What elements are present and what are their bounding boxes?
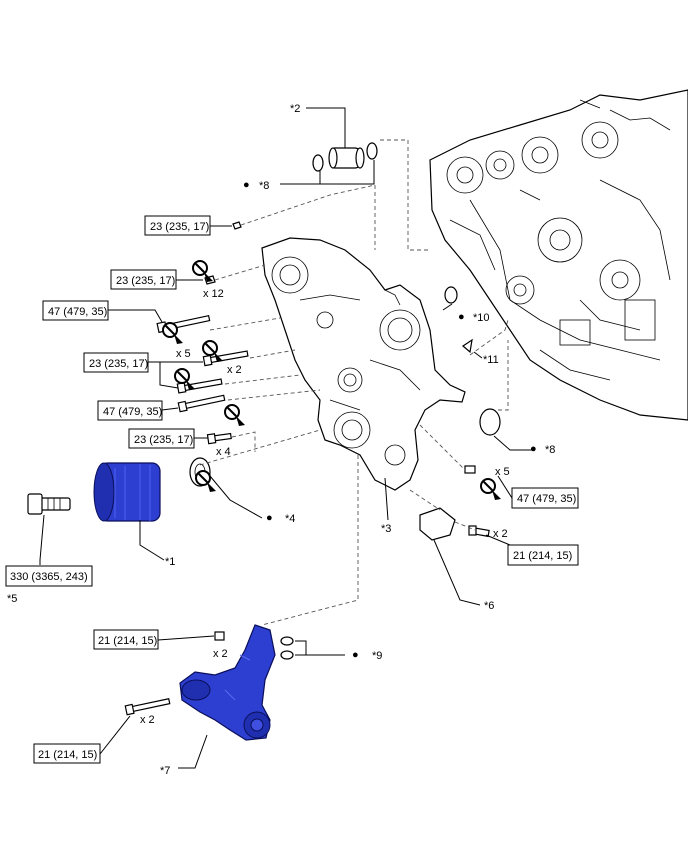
torque-spec-5: 47 (479, 35) — [97, 400, 163, 421]
callout-10: *10 — [473, 312, 490, 324]
leader-lines — [39, 107, 535, 769]
quantity-label: x 12 — [203, 288, 224, 300]
seal-11 — [462, 338, 473, 354]
svg-text:47 (479, 35): 47 (479, 35) — [103, 406, 162, 418]
quantity-label: x 5 — [176, 348, 191, 360]
torque-spec-9: 330 (3365, 243) — [5, 565, 93, 587]
bullet-marker-icon: ● — [530, 443, 537, 455]
svg-text:21 (214, 15): 21 (214, 15) — [513, 550, 572, 562]
svg-text:21 (214, 15): 21 (214, 15) — [38, 749, 97, 761]
callout-8a: *8 — [259, 180, 269, 192]
quantity-label: x 2 — [213, 648, 228, 660]
do-not-reuse-icon — [192, 260, 213, 282]
torque-spec-8: 21 (214, 15) — [507, 544, 579, 566]
bullet-marker-icon: ● — [352, 649, 359, 661]
svg-text:23 (235, 17): 23 (235, 17) — [116, 275, 175, 287]
quantity-label: x 2 — [493, 528, 508, 540]
engine-block-illustration — [429, 89, 688, 421]
o-ring-9a — [280, 636, 294, 646]
svg-text:47 (479, 35): 47 (479, 35) — [517, 493, 576, 505]
bullet-marker-icon: ● — [266, 512, 273, 524]
callout-9: *9 — [372, 650, 382, 662]
quantity-label: x 2 — [227, 364, 242, 376]
do-not-reuse-icon — [162, 322, 183, 344]
quantity-label: x 4 — [216, 446, 231, 458]
callout-1: *1 — [165, 556, 175, 568]
torque-spec-10: 21 (214, 15) — [93, 629, 159, 650]
torque-spec-7: 47 (479, 35) — [511, 487, 579, 509]
o-ring-left — [312, 154, 324, 172]
water-pump-7 — [179, 624, 276, 741]
torque-spec-11: 21 (214, 15) — [33, 743, 101, 764]
do-not-reuse-icon — [162, 260, 501, 500]
timing-chain-cover-illustration — [261, 237, 466, 491]
torque-spec-6: 23 (235, 17) — [128, 428, 195, 449]
water-bypass-pipe — [328, 147, 365, 169]
svg-text:21 (214, 15): 21 (214, 15) — [98, 635, 157, 647]
o-ring-right — [366, 142, 378, 160]
alignment-lines — [199, 139, 509, 626]
gasket-10 — [444, 286, 458, 304]
bullet-marker-icon: ● — [458, 311, 465, 323]
callout-3: *3 — [381, 523, 391, 535]
svg-text:23 (235, 17): 23 (235, 17) — [89, 358, 148, 370]
torque-spec-2: 23 (235, 17) — [110, 269, 177, 290]
svg-text:23 (235, 17): 23 (235, 17) — [150, 221, 209, 233]
do-not-reuse-icon — [202, 340, 223, 362]
o-ring-9b — [280, 650, 294, 660]
o-ring-8b — [479, 408, 501, 436]
do-not-reuse-icon — [174, 368, 195, 390]
quantity-label: x 5 — [495, 466, 510, 478]
svg-text:330 (3365, 243): 330 (3365, 243) — [10, 571, 88, 583]
callout-11: *11 — [483, 354, 499, 366]
callout-8b: *8 — [545, 444, 555, 456]
bracket-6 — [419, 507, 456, 541]
callout-7: *7 — [160, 765, 170, 777]
do-not-reuse-icon — [480, 478, 501, 500]
torque-spec-4: 23 (235, 17) — [83, 352, 149, 373]
torque-spec-3: 47 (479, 35) — [42, 300, 109, 321]
torque-spec-1: 23 (235, 17) — [144, 215, 211, 236]
bullet-marker-icon: ● — [243, 179, 250, 191]
quantity-label: x 2 — [140, 714, 155, 726]
callout-6: *6 — [484, 600, 494, 612]
do-not-reuse-icon — [224, 404, 245, 426]
callout-2: *2 — [290, 103, 300, 115]
pulley-bolt-5 — [27, 493, 71, 515]
callout-5: *5 — [7, 593, 17, 605]
callout-4: *4 — [285, 513, 295, 525]
svg-text:47 (479, 35): 47 (479, 35) — [48, 306, 107, 318]
do-not-reuse-icon — [195, 470, 216, 492]
crankshaft-pulley-1 — [93, 462, 161, 522]
svg-text:23 (235, 17): 23 (235, 17) — [134, 434, 193, 446]
